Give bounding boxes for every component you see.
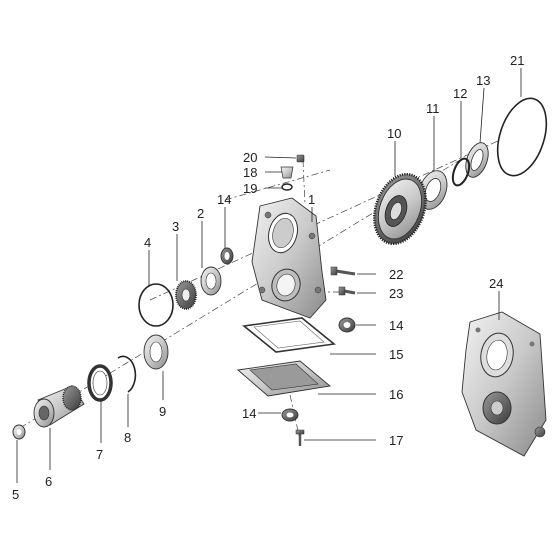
- part-15-gasket: [242, 317, 336, 353]
- callout-17: 17: [389, 433, 403, 448]
- part-16-cover: [236, 360, 332, 397]
- callout-8: 8: [124, 430, 131, 445]
- callout-3: 3: [172, 219, 179, 234]
- part-8-circlip: [117, 355, 137, 393]
- part-20-screw: [296, 154, 305, 163]
- part-6-shaft: [33, 385, 85, 428]
- callout-23: 23: [389, 286, 403, 301]
- part-24-assembled-gearbox: [461, 311, 547, 457]
- part-13-bearing: [465, 142, 489, 178]
- leader-lines: [16, 68, 522, 483]
- callout-14-side: 14: [389, 318, 403, 333]
- part-22-bolt: [330, 266, 356, 276]
- callout-5: 5: [12, 487, 19, 502]
- part-9-bearing: [143, 334, 169, 370]
- part-14-seal-side: [338, 317, 356, 333]
- part-18-plug: [280, 166, 294, 179]
- part-14-seal-lower: [281, 408, 299, 422]
- callout-19: 19: [243, 181, 257, 196]
- part-14-seal-upper: [220, 247, 234, 265]
- callout-11: 11: [426, 101, 440, 116]
- part-17-screw: [295, 429, 305, 446]
- callout-labels: 1 2 3 4 5 6 7 8 9 10 11 12 13 14 14 14 1…: [12, 53, 524, 502]
- callout-2: 2: [197, 206, 204, 221]
- part-11-bearing: [418, 170, 448, 210]
- callout-20: 20: [243, 150, 257, 165]
- part-12-circlip: [451, 157, 471, 187]
- callout-1: 1: [308, 192, 315, 207]
- callout-22: 22: [389, 267, 403, 282]
- callout-14-lower: 14: [242, 406, 256, 421]
- part-10-gear: [373, 172, 427, 246]
- part-21-o-ring: [496, 97, 548, 177]
- part-23-bolt: [338, 286, 356, 296]
- callout-7: 7: [96, 447, 103, 462]
- part-2-bearing: [200, 266, 222, 296]
- callout-15: 15: [389, 347, 403, 362]
- part-5-ring: [12, 424, 26, 440]
- part-19-washer: [281, 183, 293, 191]
- callout-21: 21: [510, 53, 524, 68]
- callout-14-upper: 14: [217, 192, 231, 207]
- part-1-housing: [251, 197, 327, 319]
- part-3-bearing: [175, 280, 197, 310]
- callout-9: 9: [159, 404, 166, 419]
- callout-12: 12: [453, 86, 467, 101]
- callout-4: 4: [144, 235, 151, 250]
- callout-13: 13: [476, 73, 490, 88]
- part-4-o-ring: [138, 283, 174, 327]
- callout-24: 24: [489, 276, 503, 291]
- part-7-seal-ring: [87, 364, 113, 402]
- callout-10: 10: [387, 126, 401, 141]
- callout-18: 18: [243, 165, 257, 180]
- callout-6: 6: [45, 474, 52, 489]
- callout-16: 16: [389, 387, 403, 402]
